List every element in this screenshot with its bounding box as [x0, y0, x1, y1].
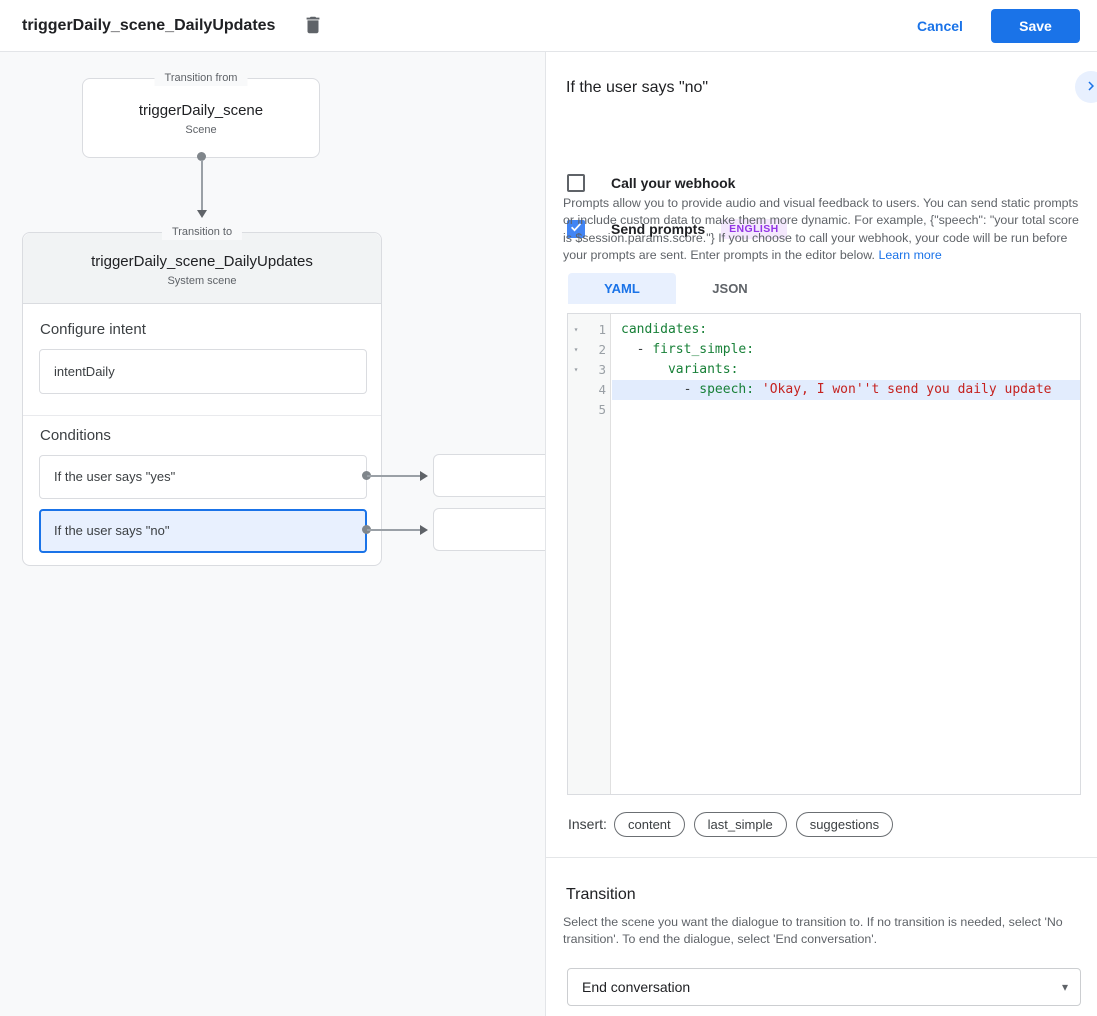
condition-row-no[interactable]: If the user says "no"	[39, 509, 367, 553]
prompts-description: Prompts allow you to provide audio and v…	[563, 195, 1079, 264]
send-prompts-row: Send prompts ENGLISH	[567, 219, 787, 239]
code-line-5[interactable]: 5	[568, 400, 1080, 420]
insert-chip-content[interactable]: content	[614, 812, 685, 837]
condition-no-line	[367, 529, 420, 531]
prompts-description-text: Prompts allow you to provide audio and v…	[563, 196, 1079, 262]
code-text: - first_simple:	[621, 340, 1080, 360]
code-text: variants:	[621, 360, 1080, 380]
code-segment: first_simple:	[652, 342, 755, 357]
code-segment: -	[621, 382, 700, 397]
condition-no-dot	[362, 525, 371, 534]
detail-panel-title: If the user says "no"	[566, 79, 709, 96]
condition-yes-target-box[interactable]	[433, 454, 545, 497]
page-title: triggerDaily_scene_DailyUpdates	[22, 17, 276, 34]
code-segment: -	[621, 342, 653, 357]
selected-line-highlight	[612, 380, 1080, 400]
condition-detail-panel: If the user says "no" Call your webhook …	[545, 52, 1097, 1016]
insert-label: Insert:	[568, 816, 607, 832]
fold-arrow-icon[interactable]: ▾	[573, 345, 579, 354]
prompt-code-editor[interactable]: ▾ 1 candidates: ▾ 2 - first_simple: ▾ 3 …	[567, 313, 1081, 795]
transition-heading: Transition	[566, 886, 636, 903]
insert-chip-last-simple[interactable]: last_simple	[693, 812, 787, 837]
top-bar: triggerDaily_scene_DailyUpdates Cancel S…	[0, 0, 1097, 52]
from-scene-type: Scene	[185, 124, 217, 136]
code-segment: 'Okay, I won''t send you daily update	[761, 382, 1052, 397]
code-line-4-selected[interactable]: 4 - speech: 'Okay, I won''t send you dai…	[568, 380, 1080, 400]
code-segment: speech:	[699, 382, 762, 397]
language-badge: ENGLISH	[721, 219, 787, 239]
condition-no-target-box[interactable]	[433, 508, 545, 551]
send-prompts-label: Send prompts	[611, 221, 706, 237]
delete-button[interactable]	[300, 13, 326, 39]
check-icon	[569, 220, 583, 239]
connector-line	[201, 160, 203, 210]
condition-no-arrowhead-icon	[420, 525, 428, 535]
transition-from-legend: Transition from	[154, 71, 248, 86]
section-divider	[23, 415, 381, 416]
code-line-1[interactable]: ▾ 1 candidates:	[568, 320, 1080, 340]
code-segment	[621, 362, 668, 377]
tab-yaml[interactable]: YAML	[568, 273, 676, 304]
transition-to-legend: Transition to	[161, 225, 243, 240]
insert-chips: content last_simple suggestions	[614, 812, 894, 837]
transition-select[interactable]: End conversation ▾	[567, 968, 1081, 1006]
scene-diagram-canvas: Transition from triggerDaily_scene Scene…	[0, 52, 545, 1016]
line-number: 2	[598, 342, 606, 357]
call-webhook-label: Call your webhook	[611, 175, 736, 191]
send-prompts-checkbox[interactable]	[567, 220, 585, 238]
chevron-right-icon	[1082, 77, 1097, 98]
insert-chip-suggestions[interactable]: suggestions	[795, 812, 894, 837]
to-scene-header: triggerDaily_scene_DailyUpdates System s…	[23, 233, 381, 304]
configure-intent-label: Configure intent	[40, 321, 146, 338]
intent-field[interactable]: intentDaily	[39, 349, 367, 394]
editor-gutter	[568, 314, 611, 794]
transition-description: Select the scene you want the dialogue t…	[563, 915, 1063, 946]
section-divider	[546, 857, 1097, 858]
transition-to-box[interactable]: Transition to triggerDaily_scene_DailyUp…	[22, 225, 382, 566]
code-text: candidates:	[621, 320, 1080, 340]
transition-from-box[interactable]: Transition from triggerDaily_scene Scene	[82, 71, 320, 158]
condition-yes-dot	[362, 471, 371, 480]
from-scene-name: triggerDaily_scene	[138, 102, 264, 119]
fold-arrow-icon[interactable]: ▾	[573, 325, 579, 334]
connector-arrowhead-icon	[197, 210, 207, 218]
collapse-panel-button[interactable]	[1075, 71, 1097, 103]
condition-yes-line	[367, 475, 420, 477]
transition-select-value: End conversation	[582, 979, 691, 995]
webhook-row: Call your webhook	[567, 174, 735, 192]
line-number: 3	[598, 362, 606, 377]
tab-json[interactable]: JSON	[712, 281, 748, 296]
code-segment: candidates:	[621, 322, 708, 337]
trash-icon	[302, 16, 324, 39]
call-webhook-checkbox[interactable]	[567, 174, 585, 192]
line-number: 1	[598, 322, 606, 337]
line-number: 5	[598, 402, 606, 417]
dropdown-caret-icon: ▾	[1061, 980, 1068, 994]
conditions-label: Conditions	[40, 427, 111, 444]
code-text: - speech: 'Okay, I won''t send you daily…	[621, 380, 1080, 400]
code-segment: variants:	[667, 362, 739, 377]
cancel-button[interactable]: Cancel	[905, 10, 975, 42]
to-scene-type: System scene	[167, 275, 237, 287]
connector-dot	[197, 152, 206, 161]
learn-more-link[interactable]: Learn more	[878, 247, 942, 262]
code-line-2[interactable]: ▾ 2 - first_simple:	[568, 340, 1080, 360]
save-button[interactable]: Save	[991, 9, 1080, 43]
line-number: 4	[598, 382, 606, 397]
condition-row-yes[interactable]: If the user says "yes"	[39, 455, 367, 499]
to-scene-name: triggerDaily_scene_DailyUpdates	[91, 253, 313, 270]
code-line-3[interactable]: ▾ 3 variants:	[568, 360, 1080, 380]
condition-yes-arrowhead-icon	[420, 471, 428, 481]
fold-arrow-icon[interactable]: ▾	[573, 365, 579, 374]
